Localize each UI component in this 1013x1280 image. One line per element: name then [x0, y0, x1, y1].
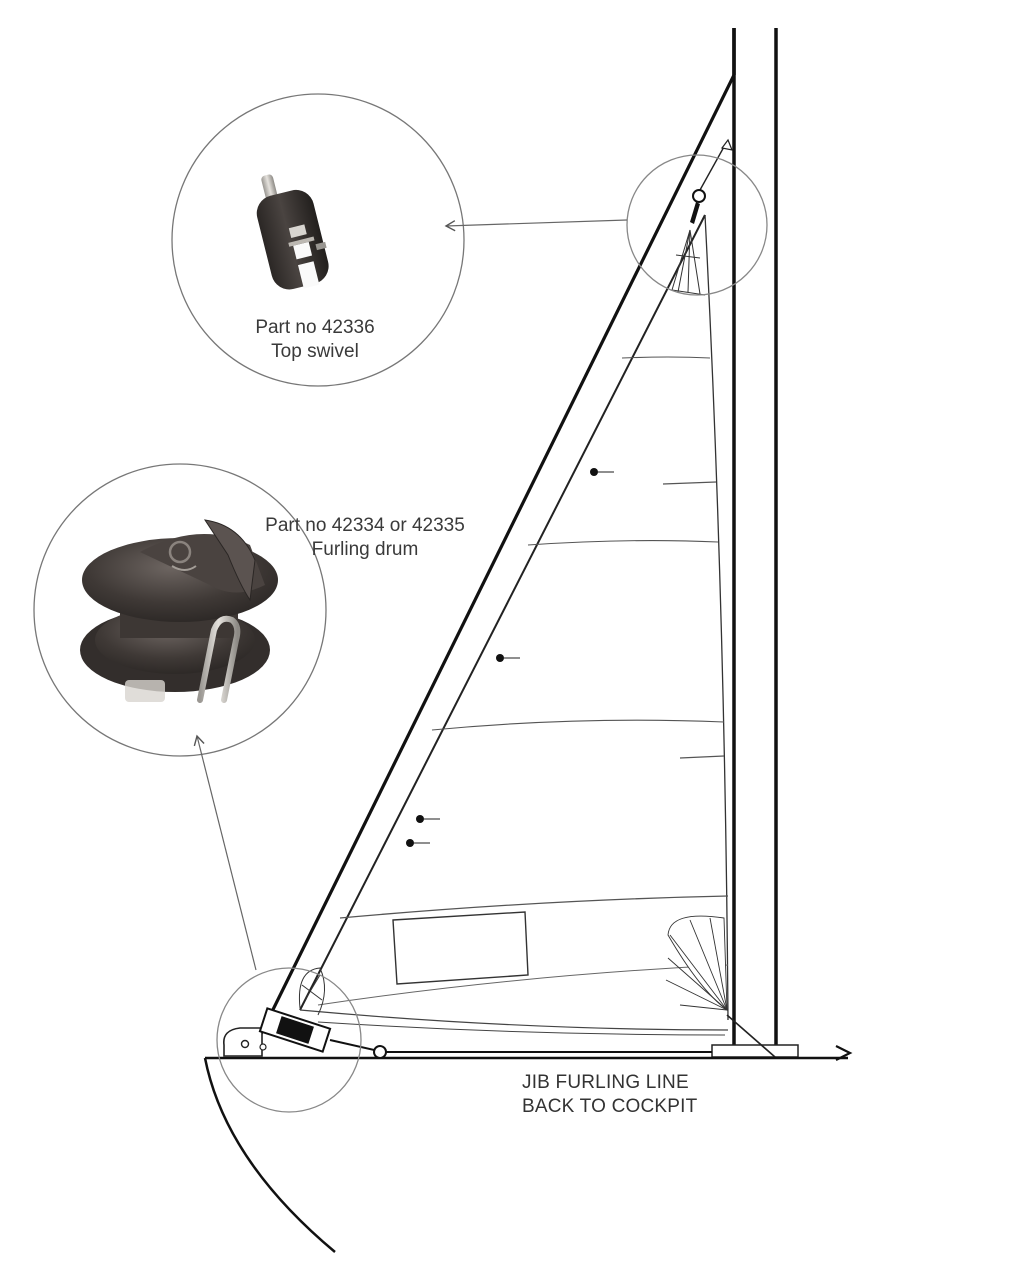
furling-drum-photo [80, 519, 278, 703]
callout-circle-top-swivel [171, 93, 465, 387]
annotation-line-1: JIB FURLING LINE [522, 1072, 689, 1093]
telltale [416, 815, 440, 823]
mast [711, 28, 799, 1058]
telltale [406, 839, 430, 847]
furling-drum-drawing [223, 1007, 387, 1059]
annotation-line-2: BACK TO COCKPIT [522, 1096, 698, 1117]
telltale [496, 654, 520, 662]
head-reinforcement [671, 229, 706, 296]
callout-circle-furling-drum [33, 463, 327, 757]
furling-drum-name: Furling drum [311, 539, 419, 560]
top-swivel-photo [256, 174, 329, 290]
telltale [590, 468, 614, 476]
leader-arrow-furling-drum [193, 734, 257, 971]
sail-window [392, 911, 529, 985]
forestay [256, 74, 736, 1041]
jib-sail [298, 214, 776, 1058]
furling-drum-part-number: Part no 42334 or 42335 [265, 515, 465, 536]
callout-circle-top-swivel-detail [626, 154, 768, 296]
furling-line-annotation: JIB FURLING LINE BACK TO COCKPIT [522, 1071, 697, 1119]
leader-arrow-top-swivel [444, 219, 628, 232]
clew-reinforcement [665, 915, 728, 1011]
top-swivel-drawing [690, 138, 733, 224]
hull [203, 1051, 848, 1253]
top-swivel-label: Part no 42336 Top swivel [220, 316, 410, 364]
callout-circle-drum-detail [216, 967, 362, 1113]
top-swivel-name: Top swivel [271, 341, 359, 362]
tack-reinforcement [298, 967, 325, 1016]
furling-drum-label: Part no 42334 or 42335 Furling drum [240, 514, 490, 562]
top-swivel-part-number: Part no 42336 [255, 317, 375, 338]
